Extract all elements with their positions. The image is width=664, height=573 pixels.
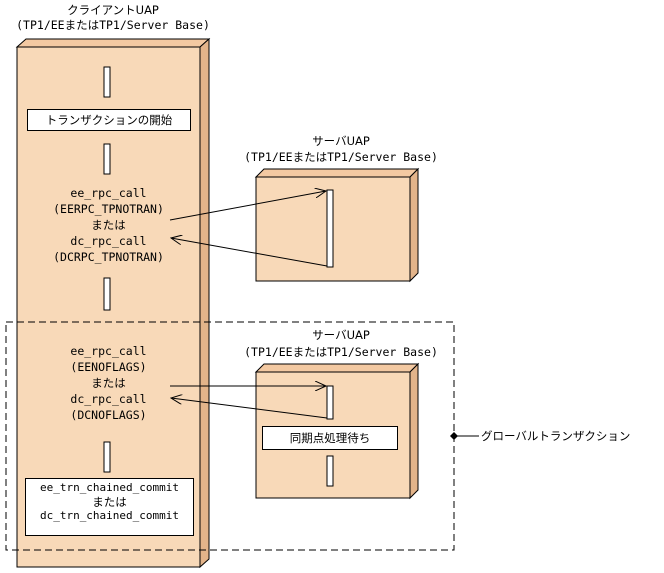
call1-line5: (DCRPC_TPNOTRAN) [53,250,164,264]
call2-line2: (EENOFLAGS) [70,360,147,374]
server1-subtitle: (TP1/EEまたはTP1/Server Base) [244,150,438,164]
server1-block-top [254,168,420,178]
client-timeline-bar [103,143,111,175]
client-timeline-bar [103,277,111,311]
global-transaction-label: グローバルトランザクション [481,429,631,443]
call2-line5: (DCNOFLAGS) [70,408,147,422]
server2-subtitle: (TP1/EEまたはTP1/Server Base) [244,345,438,359]
server2-timeline-bar [326,455,334,487]
call2-line3: または [91,376,126,390]
call1-line2: (EERPC_TPNOTRAN) [53,202,164,216]
call1-line1: ee_rpc_call [70,186,147,200]
rpc-response-arrow-1 [171,238,328,267]
callout-dot-icon [450,432,458,440]
server2-title: サーバUAP [312,328,370,342]
commit-line3: dc_trn_chained_commit [39,509,180,522]
server2-timeline-bar [326,385,334,420]
call1-line3: または [91,218,126,232]
rpc-response-arrow-2 [171,398,328,419]
server1-title: サーバUAP [312,134,370,148]
server2-block-side [409,362,419,500]
client-timeline-bar [103,441,111,473]
rpc-request-arrow-1 [169,191,326,221]
server-uap-block-1 [254,167,420,283]
call2-line4: dc_rpc_call [70,392,147,406]
call2-line1: ee_rpc_call [70,344,147,358]
client-timeline-bar [103,66,111,98]
client-block-side [199,37,210,569]
sync-point-wait-box: 同期点処理待ち [262,426,398,450]
commit-line2: または [92,495,127,509]
server1-block-side [409,167,419,283]
start-transaction-box: トランザクションの開始 [27,109,191,131]
chained-commit-box: ee_trn_chained_commit または dc_trn_chained… [25,478,194,536]
commit-line1: ee_trn_chained_commit [39,481,180,494]
client-subtitle: (TP1/EEまたはTP1/Server Base) [16,18,210,32]
server2-block-top [254,363,420,373]
client-block-top [15,38,211,48]
server1-timeline-bar [326,189,334,268]
call1-line4: dc_rpc_call [70,234,147,248]
client-title: クライアントUAP [67,3,159,17]
